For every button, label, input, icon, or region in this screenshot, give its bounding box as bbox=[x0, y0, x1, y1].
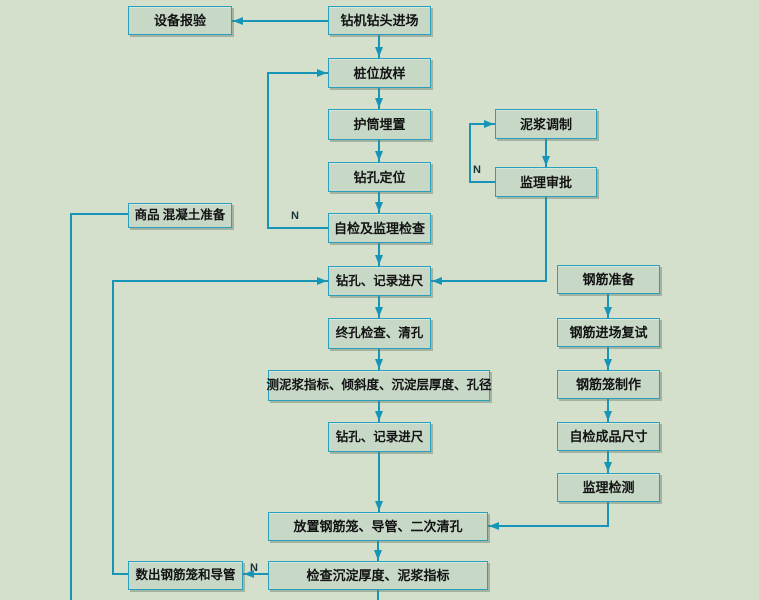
arrowhead-positioning-to-selfcheck bbox=[374, 202, 383, 212]
flow-node-label: 检查沉淀厚度、泥浆指标 bbox=[306, 568, 450, 583]
connector-testing-to-place-cage bbox=[488, 525, 609, 527]
connector-rebarprep-to-retest bbox=[607, 293, 609, 318]
connector-sediment-line-down bbox=[377, 589, 379, 600]
flow-node-concrete-preparation: 商品 混凝土准备 bbox=[128, 203, 232, 228]
flow-node-label: 自检及监理检查 bbox=[333, 220, 425, 236]
flow-node-label: 钻孔定位 bbox=[353, 169, 406, 185]
flow-node-label: 监理审批 bbox=[519, 174, 572, 190]
connector-drilling-to-finalcheck bbox=[378, 295, 380, 318]
connector-selfcheckdim-to-testing bbox=[607, 450, 609, 473]
arrowhead-mudindex-to-drilling2 bbox=[374, 411, 383, 421]
flow-node-place-rebar-cage: 放置钢筋笼、导管、二次清孔 bbox=[268, 512, 488, 541]
connector-remove-loop-to-drilling bbox=[112, 573, 129, 575]
connector-selfcheck-n-loop bbox=[267, 72, 269, 229]
arrowhead-testing-to-place-cage bbox=[489, 521, 499, 530]
arrowhead-rebarprep-to-retest bbox=[603, 307, 612, 317]
flow-node-equipment-inspection: 设备报验 bbox=[128, 6, 232, 35]
flow-node-label: 测泥浆指标、倾斜度、沉淀层厚度、孔径 bbox=[266, 378, 492, 393]
connector-fabrication-to-selfcheck bbox=[607, 398, 609, 422]
flow-node-supervision-testing: 监理检测 bbox=[557, 473, 660, 502]
connector-retest-to-fabrication bbox=[607, 346, 609, 370]
arrowhead-finalcheck-to-mudindex bbox=[374, 359, 383, 369]
flow-node-label: 商品 混凝土准备 bbox=[134, 208, 226, 223]
connector-testing-to-place-cage bbox=[607, 501, 609, 527]
flow-node-label: 监理检测 bbox=[582, 480, 635, 495]
decision-label-n: N bbox=[291, 210, 299, 222]
connector-concrete-line-down bbox=[70, 213, 129, 215]
flow-node-label: 自检成品尺寸 bbox=[569, 429, 648, 444]
connector-approval-n-loop bbox=[469, 123, 495, 125]
flow-node-drill-rig-entry: 钻机钻头进场 bbox=[328, 6, 431, 35]
flow-node-label: 钻机钻头进场 bbox=[340, 13, 419, 28]
connector-selfcheck-n-loop bbox=[267, 227, 329, 229]
flow-node-label: 放置钢筋笼、导管、二次清孔 bbox=[293, 519, 463, 534]
flow-node-label: 护筒埋置 bbox=[353, 117, 406, 132]
flow-node-rebar-preparation: 钢筋准备 bbox=[557, 265, 660, 294]
flow-node-label: 钢筋进场复试 bbox=[569, 325, 648, 340]
flow-node-label: 数出钢筋笼和导管 bbox=[135, 568, 236, 583]
arrowhead-rig-to-pile-layout bbox=[374, 47, 383, 57]
flow-node-remove-cage-conduit: 数出钢筋笼和导管 bbox=[128, 561, 243, 590]
flow-node-label: 设备报验 bbox=[153, 13, 206, 28]
decision-label-n: N bbox=[250, 562, 258, 574]
arrowhead-sediment-n-to-remove bbox=[244, 569, 254, 578]
connector-approval-n-loop bbox=[469, 123, 471, 183]
flow-node-casing-embed: 护筒埋置 bbox=[328, 109, 431, 140]
flow-node-check-sediment: 检查沉淀厚度、泥浆指标 bbox=[268, 561, 488, 590]
flow-node-label: 泥浆调制 bbox=[519, 116, 572, 132]
connector-approval-n-loop bbox=[469, 181, 496, 183]
connector-approval-to-drilling bbox=[431, 280, 547, 282]
arrowhead-pile-to-casing bbox=[374, 98, 383, 108]
connector-selfcheck-to-drilling bbox=[378, 242, 380, 266]
arrowhead-approval-n-loop bbox=[484, 119, 494, 128]
connector-remove-loop-to-drilling bbox=[112, 280, 114, 575]
arrowhead-place-cage-to-sediment bbox=[373, 550, 382, 560]
flow-node-rebar-entry-retest: 钢筋进场复试 bbox=[557, 318, 660, 347]
arrowhead-fabrication-to-selfcheck bbox=[603, 411, 612, 421]
connector-drilling2-to-place-cage bbox=[378, 451, 380, 512]
flow-node-label: 终孔检查、清孔 bbox=[335, 326, 424, 341]
connector-approval-to-drilling bbox=[545, 196, 547, 282]
arrowhead-casing-to-positioning bbox=[374, 151, 383, 161]
flow-node-label: 钻孔、记录进尺 bbox=[335, 273, 424, 288]
flow-node-label: 钻孔、记录进尺 bbox=[335, 429, 424, 444]
flow-node-mud-index-check: 测泥浆指标、倾斜度、沉淀层厚度、孔径 bbox=[266, 370, 492, 401]
connector-rig-to-equipment bbox=[232, 20, 329, 22]
arrowhead-selfcheckdim-to-testing bbox=[603, 462, 612, 472]
flow-node-drilling-record-1: 钻孔、记录进尺 bbox=[328, 266, 431, 296]
arrowhead-selfcheck-n-loop bbox=[317, 68, 327, 77]
flow-node-drilling-record-2: 钻孔、记录进尺 bbox=[328, 422, 431, 452]
connector-mud-to-approval bbox=[545, 138, 547, 167]
connector-selfcheck-n-loop bbox=[267, 72, 328, 74]
connector-sediment-n-to-remove bbox=[243, 573, 269, 575]
arrowhead-drilling2-to-place-cage bbox=[374, 501, 383, 511]
arrowhead-retest-to-fabrication bbox=[603, 359, 612, 369]
flow-node-label: 钢筋准备 bbox=[582, 272, 635, 287]
arrowhead-selfcheck-to-drilling bbox=[374, 255, 383, 265]
arrowhead-drilling-to-finalcheck bbox=[374, 307, 383, 317]
flow-node-supervision-approval: 监理审批 bbox=[495, 167, 597, 197]
decision-label-n: N bbox=[473, 164, 481, 176]
connector-remove-loop-to-drilling bbox=[112, 280, 328, 282]
connector-casing-to-positioning bbox=[378, 139, 380, 162]
flow-node-pile-layout: 桩位放样 bbox=[328, 58, 431, 88]
arrowhead-mud-to-approval bbox=[541, 156, 550, 166]
flow-node-mud-preparation: 泥浆调制 bbox=[495, 109, 597, 139]
arrowhead-approval-to-drilling bbox=[432, 276, 442, 285]
flow-node-label: 桩位放样 bbox=[353, 65, 406, 81]
flow-node-label: 钢筋笼制作 bbox=[575, 377, 641, 392]
flow-node-drill-positioning: 钻孔定位 bbox=[328, 162, 431, 192]
connector-concrete-line-down bbox=[70, 213, 72, 600]
flow-node-rebar-cage-fabrication: 钢筋笼制作 bbox=[557, 370, 660, 399]
flow-node-self-check-supervision: 自检及监理检查 bbox=[328, 213, 431, 243]
flow-node-self-check-dimensions: 自检成品尺寸 bbox=[557, 422, 660, 451]
arrowhead-rig-to-equipment bbox=[233, 16, 243, 25]
connector-rig-to-pile-layout bbox=[378, 34, 380, 58]
flow-node-final-hole-check: 终孔检查、清孔 bbox=[328, 318, 431, 349]
arrowhead-remove-loop-to-drilling bbox=[317, 276, 327, 285]
